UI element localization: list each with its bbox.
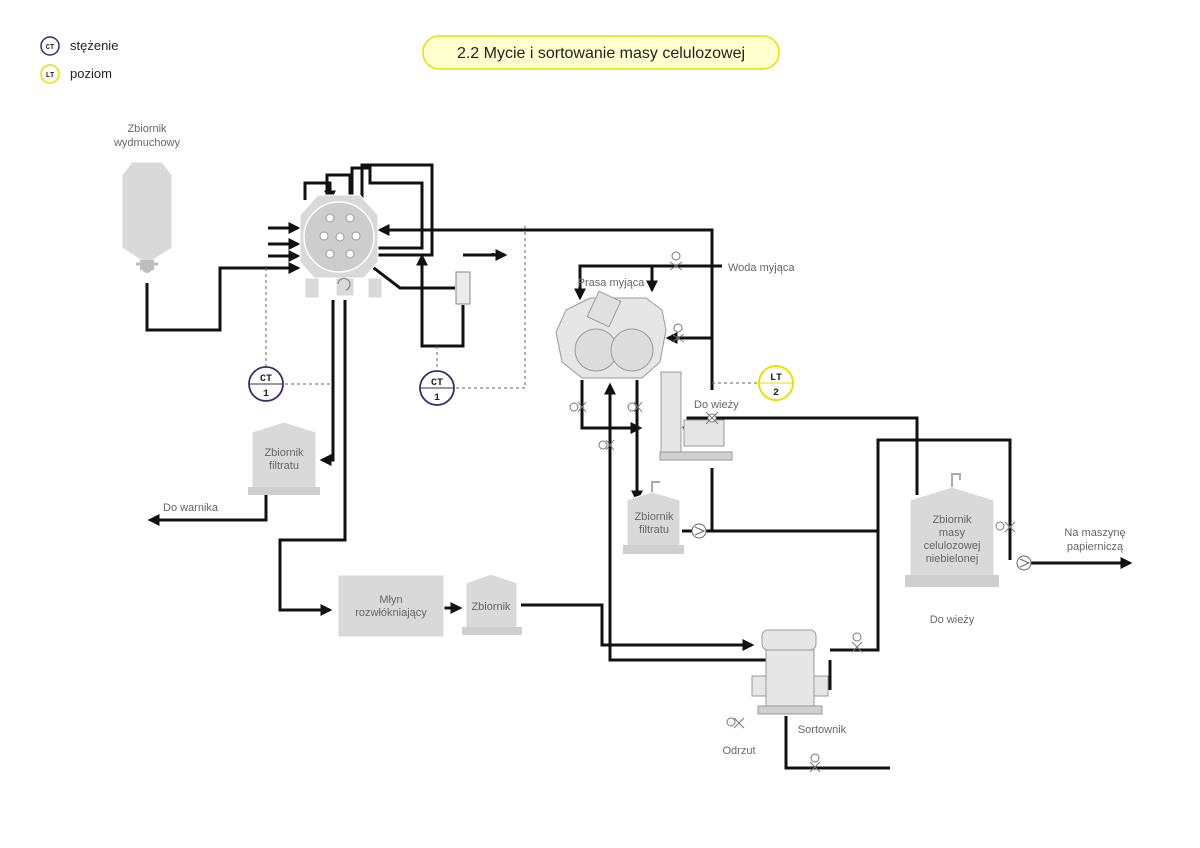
mill-label-1: Młyn xyxy=(379,594,402,606)
legend-lt-label: poziom xyxy=(70,66,112,81)
screen-sorter xyxy=(751,629,829,715)
ct1a-tag: CT xyxy=(260,374,272,385)
wash-press-label: Prasa myjąca xyxy=(578,277,646,289)
valve-press-bottom-left xyxy=(569,401,587,413)
valve-reject xyxy=(726,717,745,729)
drum-washer xyxy=(299,194,383,299)
valve-unbleached xyxy=(995,521,1016,533)
ct1b-num: 1 xyxy=(434,393,440,404)
blow-tank-label-2: wydmuchowy xyxy=(113,137,181,149)
reject-label: Odrzut xyxy=(722,745,755,757)
ct1-right-instrument: CT 1 xyxy=(419,370,455,406)
legend: CT stężenie LT poziom xyxy=(40,36,118,84)
ct1b-tag: CT xyxy=(431,378,443,389)
blow-tank: Zbiornik wydmuchowy xyxy=(113,123,181,273)
pump-filtrate xyxy=(691,523,707,539)
valve-press-bottom-mid xyxy=(627,401,643,413)
filtrate-tank-1: Zbiornik filtratu xyxy=(248,421,320,495)
valves xyxy=(569,251,1016,773)
valve-wash-water xyxy=(669,251,683,271)
pump-paper-machine xyxy=(1016,555,1032,571)
screen-label: Sortownik xyxy=(798,724,847,736)
blow-tank-label-1: Zbiornik xyxy=(127,123,167,135)
to-digester-label: Do warnika xyxy=(163,502,219,514)
lt2-tag: LT xyxy=(770,373,782,384)
filtrate-tank-2-label-2: filtratu xyxy=(639,524,669,536)
wash-water-label: Woda myjąca xyxy=(728,262,795,274)
legend-ct-label: stężenie xyxy=(70,38,118,53)
filtrate-tank-2-label-1: Zbiornik xyxy=(634,511,674,523)
filtrate-tank-1-label-1: Zbiornik xyxy=(264,447,304,459)
title-box: 2.2 Mycie i sortowanie masy celulozowej xyxy=(422,35,780,70)
unbleached-tank-label-3: celulozowej xyxy=(924,540,981,552)
valve-screen-top xyxy=(851,632,863,653)
pulper-mill: Młyn rozwłókniający xyxy=(337,574,445,638)
tank-label: Zbiornik xyxy=(471,601,511,613)
small-separator xyxy=(455,271,471,305)
valve-accept xyxy=(598,439,615,451)
legend-ct-symbol: CT xyxy=(46,44,54,52)
ct1-left-instrument: CT 1 xyxy=(248,366,284,402)
wash-press: Prasa myjąca xyxy=(555,277,667,379)
intermediate-tank: Zbiornik xyxy=(462,573,522,635)
filtrate-tank-1-label-2: filtratu xyxy=(269,460,299,472)
paper-machine-label-2: papierniczą xyxy=(1067,541,1124,553)
lt2-num: 2 xyxy=(773,388,779,399)
unbleached-tank-label-4: niebielonej xyxy=(926,553,979,565)
legend-lt: LT poziom xyxy=(40,64,112,84)
valve-press-side xyxy=(671,323,685,343)
lt2-instrument: LT 2 xyxy=(758,365,794,401)
signal-lines xyxy=(265,225,760,389)
unbleached-pulp-tank: Zbiornik masy celulozowej niebielonej xyxy=(905,473,999,587)
legend-ct: CT stężenie xyxy=(40,36,118,56)
valve-bottom xyxy=(809,753,821,773)
ct1a-num: 1 xyxy=(263,389,269,400)
pumps xyxy=(691,523,1032,571)
pipes xyxy=(145,163,1133,770)
unbleached-tank-label-2: masy xyxy=(939,527,966,539)
page-title: 2.2 Mycie i sortowanie masy celulozowej xyxy=(457,45,745,62)
to-tower-label-2: Do wieży xyxy=(930,614,975,626)
filtrate-tank-2: Zbiornik filtratu xyxy=(623,481,684,554)
paper-machine-label-1: Na maszynę xyxy=(1064,527,1125,539)
legend-lt-symbol: LT xyxy=(46,72,54,80)
valve-tower xyxy=(705,411,719,425)
unbleached-tank-label-1: Zbiornik xyxy=(932,514,972,526)
mill-label-2: rozwłókniający xyxy=(355,607,427,619)
to-tower-label-1: Do wieży xyxy=(694,399,739,411)
press-feed-unit xyxy=(659,371,733,461)
